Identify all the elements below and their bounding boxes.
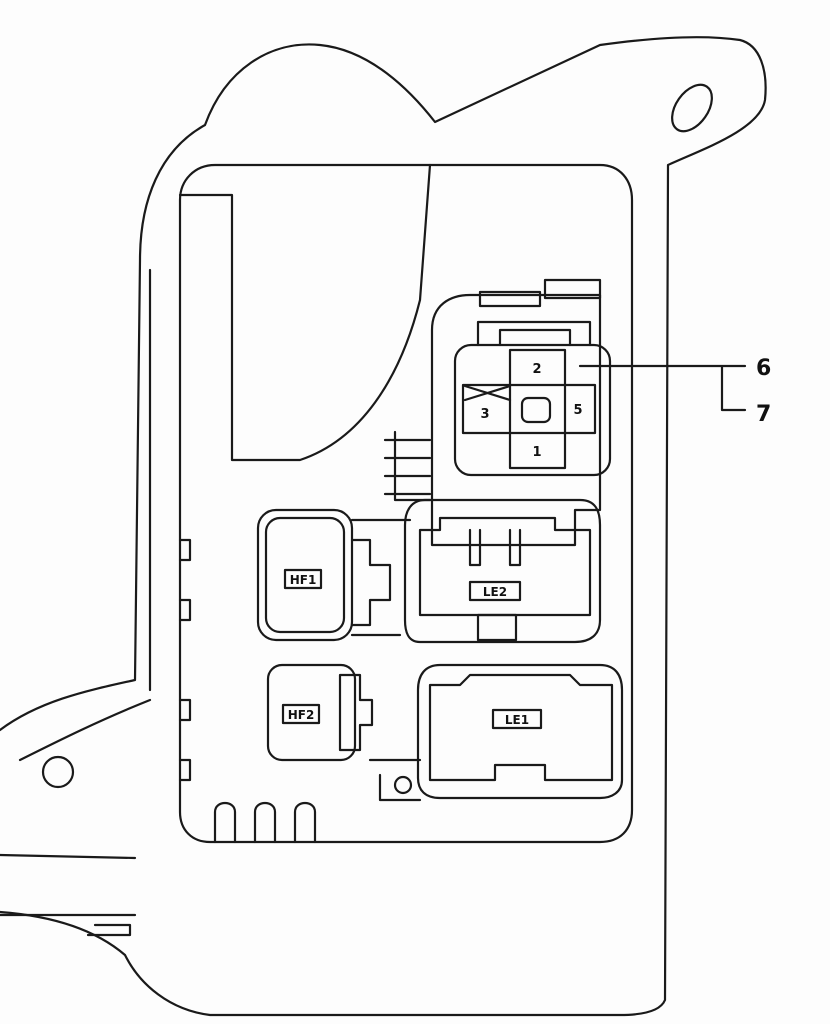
hf2-fuse xyxy=(266,663,357,762)
cooling-fins xyxy=(383,430,432,502)
relay-center xyxy=(520,396,552,424)
relay-clip xyxy=(476,320,592,347)
le2-tab xyxy=(476,613,518,642)
hf1-label-box xyxy=(283,568,323,590)
le1-inner xyxy=(428,673,614,782)
le2-fuse xyxy=(403,498,602,644)
top-tabs xyxy=(478,290,542,308)
relay-vertical xyxy=(508,348,567,470)
hf2-label-box xyxy=(281,703,321,725)
le2-label: LE2 xyxy=(483,585,507,599)
frame-notches xyxy=(178,538,317,844)
inner-frame xyxy=(178,163,634,844)
hf1-terminal xyxy=(350,518,412,637)
hf1-label: HF1 xyxy=(290,573,317,587)
le1-label: LE1 xyxy=(505,713,529,727)
relay-housing xyxy=(453,343,612,477)
cutout xyxy=(178,163,432,462)
mounting-hole-left xyxy=(41,755,75,789)
relay-x-mark xyxy=(463,384,512,402)
hf1-inner xyxy=(264,516,346,634)
bracket-lines xyxy=(0,853,137,937)
terminal-5: 5 xyxy=(573,403,582,418)
terminal-3: 3 xyxy=(480,407,489,422)
terminal-2: 2 xyxy=(532,362,541,377)
le2-inner xyxy=(418,516,592,617)
terminal-1: 1 xyxy=(532,445,541,460)
relay-area-outline xyxy=(430,293,602,547)
le1-label-box xyxy=(491,708,543,730)
top-tab-right xyxy=(543,278,602,300)
callout-7: 7 xyxy=(756,402,771,427)
leader-lines xyxy=(578,364,747,412)
relay-horizontal xyxy=(461,383,597,435)
bottom-connector xyxy=(368,758,422,802)
housing-outline xyxy=(0,35,767,1017)
le2-label-box xyxy=(468,580,522,602)
hf1-fuse xyxy=(256,508,354,642)
le1-fuse xyxy=(416,663,624,800)
housing-inner-edge xyxy=(18,268,152,762)
mounting-hole-right xyxy=(671,83,713,133)
callout-6: 6 xyxy=(756,356,771,381)
hf2-label: HF2 xyxy=(288,708,315,722)
hf2-terminal xyxy=(338,673,374,752)
